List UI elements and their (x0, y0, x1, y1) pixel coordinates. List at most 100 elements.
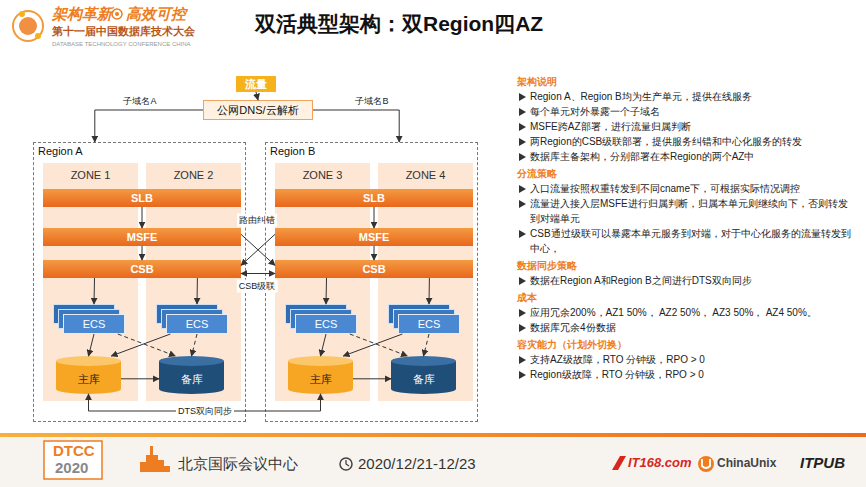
connector (111, 334, 170, 356)
ecs-stack: ECS (388, 304, 460, 334)
bullet-row: 数据库冗余4份数据 (517, 320, 851, 335)
connector (321, 334, 327, 356)
node-label: MSFE (127, 231, 158, 243)
decor-circle (698, 456, 714, 472)
ecs-stack: ECS (156, 304, 228, 334)
bullet-text: 数据在Region A和Region B之间进行DTS双向同步 (530, 275, 752, 286)
bullet-row: Region级故障，RTO 分钟级，RPO > 0 (517, 367, 851, 382)
bullet-text: 应用冗余200%，AZ1 50%， AZ2 50%， AZ3 50%， AZ4 … (530, 307, 817, 318)
connector (424, 334, 430, 356)
bullet-row: MSFE跨AZ部署，进行流量归属判断 (517, 119, 851, 134)
bullet-text: MSFE跨AZ部署，进行流量归属判断 (530, 121, 691, 132)
bullet-marker (519, 324, 526, 332)
decor-circle (340, 458, 352, 470)
decor-rect (44, 441, 102, 479)
slide-label: 高效可控 (126, 5, 186, 22)
section-heading: 架构说明 (517, 76, 557, 87)
ecs-front-layer: ECS (398, 314, 460, 334)
slide-label: 2020 (55, 459, 88, 476)
service-band: MSFE (275, 228, 473, 246)
bullet-text: Region A、Region B均为生产单元，提供在线服务 (530, 91, 752, 102)
decor-rect (0, 433, 866, 437)
edge-label: CSB级联 (237, 280, 278, 293)
region-outline: Region AZONE 1ECS主库ZONE 2ECS备库SLBMSFECSB (33, 142, 246, 422)
bullet-marker (519, 138, 526, 146)
cylinder-top (288, 356, 353, 366)
decor-circle (35, 33, 41, 39)
bullet-text: 每个单元对外暴露一个子域名 (530, 106, 660, 117)
connector (94, 278, 96, 304)
text-panel: 架构说明 Region A、Region B均为生产单元，提供在线服务每个单元对外… (517, 72, 851, 382)
connector (89, 334, 95, 356)
node-label: 流量 (245, 77, 267, 92)
connector (192, 334, 198, 356)
slide-label: DTCC (53, 442, 95, 459)
region-outline: Region B ZONE 3 ECS 主库 ZONE 4 ECS 备库 SLB MSFE CSB (265, 142, 478, 422)
slide-label: ChinaUnix (717, 457, 776, 471)
connector (353, 378, 391, 379)
bullet-marker (519, 123, 526, 131)
bullet-text: Region级故障，RTO 分钟级，RPO > 0 (530, 369, 704, 380)
decor-circle (112, 9, 122, 19)
decor-circle (19, 17, 37, 35)
standby-db-cylinder: 备库 (391, 356, 456, 394)
connector (95, 110, 203, 142)
section-heading-row: 架构说明 (517, 74, 851, 89)
slide-label: 第十一届中国数据库技术大会 (52, 25, 195, 38)
zone-heading: ZONE 4 (378, 169, 473, 181)
bullet-marker (519, 309, 526, 317)
bullet-text: 入口流量按照权重转发到不同cname下，可根据实际情况调控 (530, 183, 800, 194)
section-heading: 数据同步策略 (517, 260, 577, 271)
node-label: MSFE (359, 231, 390, 243)
node-label: ECS (315, 318, 338, 330)
connector (121, 378, 159, 379)
section-heading-row: 分流策略 (517, 166, 851, 181)
slide-label: ITPUB (800, 454, 845, 471)
node-label: ECS (186, 318, 209, 330)
bullet-row: 每个单元对外暴露一个子域名 (517, 104, 851, 119)
ecs-stack: ECS (53, 304, 125, 334)
service-band: MSFE (43, 228, 241, 246)
decor-path (702, 459, 710, 468)
master-db-cylinder: 主库 (288, 356, 353, 394)
node-label: ECS (83, 318, 106, 330)
slide-label: DATABASE TECHNOLOGY CONFERENCE CHINA (52, 41, 191, 48)
decor-path (612, 456, 626, 470)
master-db-cylinder: 主库 (56, 356, 121, 394)
connector (256, 92, 258, 100)
zone-heading: ZONE 3 (275, 169, 370, 181)
connector (241, 273, 275, 274)
ecs-front-layer: ECS (166, 314, 228, 334)
connector (313, 110, 399, 142)
bullet-row: 流量进入接入层MSFE进行归属判断，归属本单元则继续向下，否则转发到对端单元 (517, 196, 851, 226)
slide-label: 架构革新 (52, 5, 112, 22)
connector (429, 278, 430, 304)
node-label: 公网DNS/云解析 (217, 103, 298, 118)
connector (343, 334, 402, 356)
edge-label: 子域名A (121, 95, 158, 108)
connector (142, 207, 143, 228)
service-band: SLB (43, 189, 241, 207)
slide-label: 2020/12/21-12/23 (358, 455, 476, 472)
bullet-row: CSB通过级联可以暴露本单元服务到对端，对于中心化服务的流量转发到中心， (517, 226, 851, 256)
slide-title: 双活典型架构：双Region四AZ (255, 12, 543, 36)
section-heading: 容灾能力（计划外切换） (517, 339, 627, 350)
bullet-row: 入口流量按照权重转发到不同cname下，可根据实际情况调控 (517, 181, 851, 196)
node-label: SLB (131, 192, 153, 204)
bullet-text: 数据库主备架构，分别部署在本Region的两个AZ中 (530, 151, 754, 162)
standby-db-cylinder: 备库 (159, 356, 224, 394)
region-heading: Region B (270, 145, 315, 157)
section-heading-row: 数据同步策略 (517, 258, 851, 273)
service-band: SLB (275, 189, 473, 207)
connector (142, 246, 143, 260)
section-heading: 分流策略 (517, 168, 557, 179)
bullet-row: 支持AZ级故障，RTO 分钟级，RPO > 0 (517, 352, 851, 367)
node-label: 备库 (413, 372, 435, 387)
decor-rect (0, 437, 866, 487)
node-label: CSB (362, 263, 385, 275)
connector (374, 207, 375, 228)
decor-circle (19, 11, 25, 17)
bullet-row: 数据库主备架构，分别部署在本Region的两个AZ中 (517, 149, 851, 164)
bullet-text: 支持AZ级故障，RTO 分钟级，RPO > 0 (530, 354, 705, 365)
